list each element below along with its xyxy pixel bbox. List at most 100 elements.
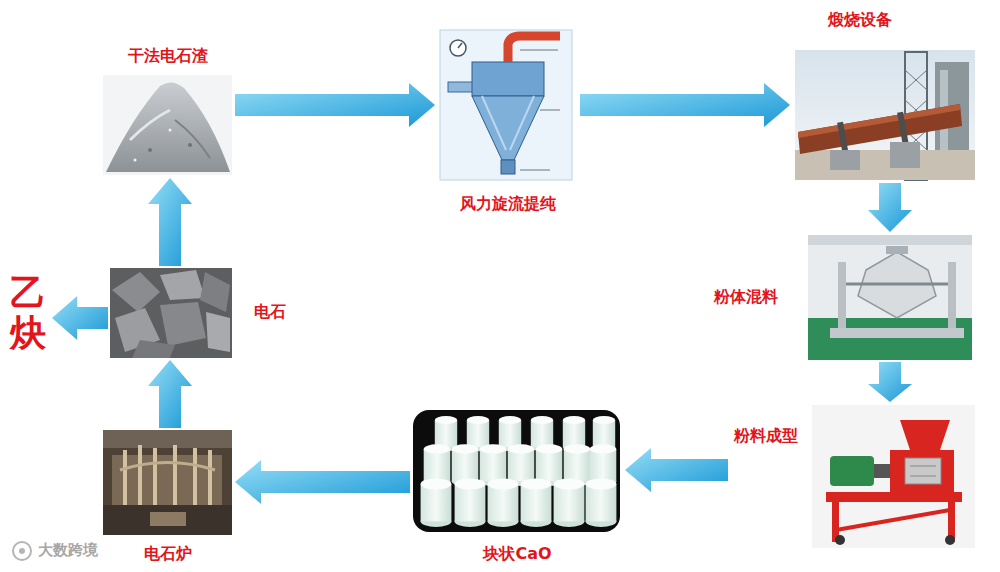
furnace-illustration-part bbox=[120, 463, 215, 471]
furnace-illustration-part bbox=[125, 445, 210, 505]
step-label: 风力旋流提纯 bbox=[460, 194, 556, 213]
step-label: 粉料成型 bbox=[734, 426, 798, 445]
kiln-illustration bbox=[795, 50, 975, 180]
flow-arrow bbox=[625, 448, 728, 492]
cyclone-illustration-part bbox=[450, 40, 466, 56]
step-label: 干法电石渣 bbox=[128, 46, 208, 65]
powder-pile-part bbox=[175, 120, 210, 158]
powder-pile-part bbox=[106, 82, 230, 172]
mixer-illustration-part bbox=[948, 262, 956, 332]
briquetting-machine-illustration-part bbox=[835, 535, 845, 545]
powder-pile bbox=[103, 75, 232, 175]
flow-arrow bbox=[52, 296, 108, 340]
cao-lumps-illustration-part bbox=[521, 479, 552, 527]
cyclone-illustration-part bbox=[440, 30, 572, 180]
briquetting-machine-illustration-part bbox=[910, 466, 936, 467]
process-step: 煅烧设备 bbox=[790, 8, 980, 183]
mixer-illustration bbox=[808, 235, 972, 360]
process-step: 乙炔 bbox=[5, 265, 52, 375]
carbide-illustration-part bbox=[110, 268, 232, 358]
step-label: 电石 bbox=[254, 302, 286, 321]
briquetting-machine-illustration-part bbox=[945, 535, 955, 545]
mixer-illustration-part bbox=[886, 246, 908, 254]
furnace-illustration-part bbox=[150, 512, 186, 526]
mixer-illustration-part bbox=[808, 235, 972, 360]
carbide-illustration bbox=[110, 268, 232, 358]
furnace-illustration-part bbox=[112, 455, 222, 505]
cao-lumps-illustration-part bbox=[554, 479, 585, 527]
cyclone-illustration-part bbox=[482, 96, 534, 150]
powder-pile-part bbox=[103, 75, 232, 175]
process-step: 电石炉 bbox=[100, 428, 235, 568]
flow-arrow bbox=[148, 178, 192, 266]
kiln-illustration-part bbox=[795, 150, 975, 180]
carbide-illustration-part bbox=[206, 312, 230, 352]
powder-pile-part bbox=[148, 148, 152, 152]
step-label: 煅烧设备 bbox=[828, 10, 892, 29]
mixer-illustration-part bbox=[838, 262, 846, 332]
cyclone-illustration bbox=[440, 30, 572, 180]
watermark-logo bbox=[13, 542, 31, 560]
mixer-illustration-part bbox=[808, 318, 972, 360]
carbide-illustration-part bbox=[200, 272, 230, 312]
cyclone-illustration-part bbox=[458, 43, 462, 48]
process-step: 粉料成型 bbox=[728, 402, 978, 550]
powder-pile-part bbox=[130, 110, 170, 140]
cyclone-illustration-part bbox=[508, 36, 560, 62]
briquetting-machine-illustration-part bbox=[905, 458, 941, 484]
kiln-illustration-part bbox=[905, 70, 927, 150]
flow-arrow bbox=[868, 362, 912, 402]
briquetting-machine-illustration-part bbox=[910, 476, 936, 477]
cao-lumps-illustration-part bbox=[488, 479, 519, 527]
flow-arrow bbox=[148, 360, 192, 428]
kiln-illustration-part bbox=[798, 104, 960, 138]
cao-lumps-illustration-part bbox=[455, 479, 486, 527]
kiln-illustration-part bbox=[890, 142, 920, 168]
carbide-illustration-part bbox=[112, 272, 160, 312]
furnace-illustration-part bbox=[103, 430, 232, 448]
cyclone-illustration-part bbox=[472, 96, 544, 160]
cyclone-illustration-part bbox=[501, 160, 515, 174]
furnace-illustration bbox=[103, 430, 232, 535]
cao-lumps-illustration-part bbox=[586, 479, 617, 527]
furnace-illustration-part bbox=[103, 430, 232, 535]
process-step: 块状CaO bbox=[410, 408, 625, 568]
briquetting-machine-illustration-part bbox=[812, 405, 975, 548]
cao-lumps-illustration-part bbox=[421, 479, 452, 527]
mixer-illustration-part bbox=[808, 235, 972, 245]
process-step: 电石 bbox=[108, 266, 295, 360]
briquetting-machine-illustration-part bbox=[836, 510, 950, 530]
briquetting-machine-illustration-part bbox=[830, 456, 874, 486]
flow-arrow bbox=[235, 460, 410, 504]
powder-pile-part bbox=[188, 143, 192, 147]
briquetting-machine-illustration-part bbox=[890, 450, 954, 492]
powder-pile-part bbox=[134, 159, 137, 162]
watermark-logo-part bbox=[13, 542, 31, 560]
product-label: 乙炔 bbox=[10, 273, 46, 352]
kiln-illustration-part bbox=[798, 104, 962, 154]
carbide-illustration-part bbox=[132, 340, 175, 358]
briquetting-machine-illustration-part bbox=[826, 492, 962, 502]
flow-arrow bbox=[868, 183, 912, 232]
flow-arrow bbox=[235, 83, 435, 127]
kiln-illustration-part bbox=[897, 112, 909, 147]
cyclone-illustration-part bbox=[520, 170, 550, 171]
process-step: 风力旋流提纯 bbox=[435, 28, 580, 218]
kiln-illustration-part bbox=[795, 50, 975, 180]
briquetting-machine-illustration bbox=[812, 405, 975, 548]
watermark: 大数跨境 bbox=[38, 541, 98, 559]
step-label: 粉体混料 bbox=[714, 287, 778, 306]
kiln-illustration-part bbox=[830, 150, 860, 170]
powder-pile-part bbox=[169, 129, 172, 132]
cyclone-illustration-part bbox=[448, 82, 474, 92]
process-step: 粉体混料 bbox=[712, 232, 975, 362]
step-label: 块状CaO bbox=[483, 544, 551, 563]
furnace-illustration-part bbox=[103, 505, 232, 535]
step-label: 电石炉 bbox=[144, 544, 192, 563]
briquetting-machine-illustration-part bbox=[874, 464, 890, 478]
cao-lumps-illustration-part bbox=[413, 410, 620, 532]
mixer-illustration-part bbox=[846, 283, 948, 286]
cyclone-illustration-part bbox=[540, 110, 560, 111]
